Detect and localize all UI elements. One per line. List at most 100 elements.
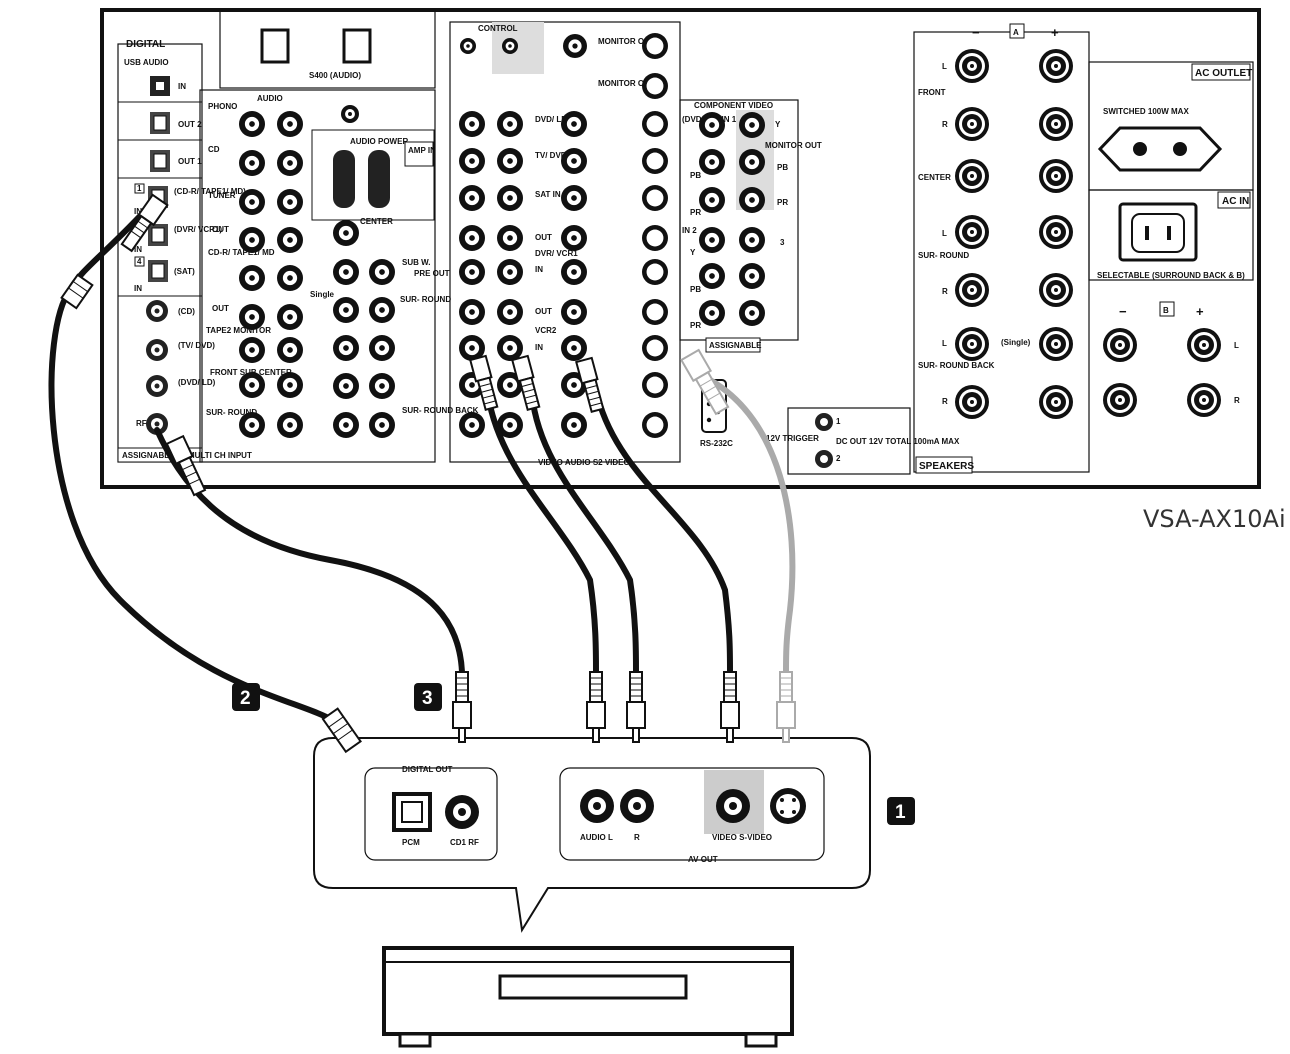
multi-sub-label: SUR- ROUND <box>206 408 257 417</box>
component-y-label-1: Y <box>775 120 781 129</box>
video-out-label-1: OUT <box>535 233 552 242</box>
trigger-dc-label: DC OUT 12V TOTAL 100mA MAX <box>836 437 960 446</box>
pre-out-label: PRE OUT <box>414 269 450 278</box>
audio-r-cable <box>529 392 639 675</box>
speakers-title: SPEAKERS <box>919 461 974 472</box>
coax-dvdld-label: (DVD/ LD) <box>178 378 216 387</box>
callout-2-number: 2 <box>240 688 251 709</box>
trigger-section: 1 2 12V TRIGGER DC OUT 12V TOTAL 100mA M… <box>766 407 960 475</box>
surr-back-pre-label: SUR- ROUND BACK <box>402 406 479 415</box>
monitor-out2-label: MONITOR OUT 2 <box>598 79 662 88</box>
speakers-section: A − + FRONT L R CENTER L SUR- ROUND R L … <box>913 23 1240 474</box>
speaker-front-l: L <box>942 62 947 71</box>
surround-pre-label: SUR- ROUND <box>400 295 451 304</box>
component-pr-label-2: PR <box>777 198 788 207</box>
tape2-label: TAPE2 MONITOR <box>206 326 271 335</box>
speaker-a-minus: − <box>972 25 980 40</box>
component-in3-label: 3 <box>780 238 785 247</box>
component-pb-label-1: PB <box>690 171 701 180</box>
speaker-terminal <box>970 122 974 126</box>
callout-3-number: 3 <box>422 688 433 709</box>
video-in-label-2: IN <box>535 343 543 352</box>
audio-power-label: AUDIO POWER <box>350 137 408 146</box>
trigger-num-1: 1 <box>836 417 841 426</box>
callout-2: 2 <box>232 683 260 711</box>
audio-section: AUDIO PHONO CD TUNER OUT CD-R/ TAPE1/ MD… <box>188 89 479 463</box>
ac-in-label: AC IN <box>1222 196 1249 207</box>
speaker-surr-back-label: SUR- ROUND BACK <box>918 361 995 370</box>
digital-in-label-4: IN <box>134 284 142 293</box>
optical-in1-label: (CD-R/ TAPE1/ MD) <box>174 187 246 196</box>
optical-plug <box>321 707 362 754</box>
video-dvr-label: DVR/ VCR1 <box>535 249 578 258</box>
speaker-terminal <box>1054 230 1058 234</box>
player-plug <box>720 671 740 743</box>
disc-tray <box>498 974 688 1000</box>
audio-jack-array <box>239 105 395 438</box>
ac-outlet-label: AC OUTLET <box>1195 68 1252 79</box>
speaker-terminal-array <box>955 49 1221 419</box>
speaker-back-r: R <box>942 397 948 406</box>
component-pb-label-2: PB <box>777 163 788 172</box>
digital-in-label-2: IN <box>134 245 142 254</box>
video-sat-label: SAT IN <box>535 190 561 199</box>
speaker-a-plus: + <box>1051 25 1059 40</box>
callout-3: 3 <box>414 683 442 711</box>
component-jack-array <box>699 112 765 326</box>
speaker-terminal <box>970 230 974 234</box>
callout-1: 1 <box>887 797 915 825</box>
player-device <box>382 946 794 1048</box>
player-plug <box>586 671 606 743</box>
receiver-plugs <box>60 193 730 497</box>
model-name: VSA-AX10Ai <box>1143 505 1286 533</box>
optical-out1-label: OUT 1 <box>178 157 202 166</box>
svideo-cable <box>707 377 796 675</box>
speaker-surr-l: L <box>942 229 947 238</box>
cd-rf-label: CD1 RF <box>450 838 479 847</box>
player-plug <box>776 671 796 743</box>
video-cable <box>595 395 733 675</box>
component-assignable-label: ASSIGNABLE <box>709 341 762 350</box>
digital-assignable-label: ASSIGNABLE <box>122 451 175 460</box>
av-out-label: AV OUT <box>688 855 718 864</box>
speaker-terminal <box>1054 288 1058 292</box>
audio-out2-label: OUT <box>212 304 229 313</box>
speaker-b-r: R <box>1234 396 1240 405</box>
speaker-terminal <box>1054 64 1058 68</box>
coax-cable <box>154 427 465 675</box>
speaker-terminal <box>1118 343 1122 347</box>
s400-label: S400 (AUDIO) <box>309 71 361 80</box>
video-tvdvd-label: TV/ DVD IN <box>535 151 577 160</box>
optical-in2-label: (DVR/ VCR1) <box>174 225 222 234</box>
rca-plug <box>469 354 499 412</box>
video-out-label-2: OUT <box>535 307 552 316</box>
speaker-terminal <box>970 174 974 178</box>
audio-l-cable <box>485 392 599 675</box>
ac-section: AC OUTLET SWITCHED 100W MAX AC IN SELECT… <box>1088 61 1254 281</box>
s400-port-2 <box>342 28 372 64</box>
ac-switched-label: SWITCHED 100W MAX <box>1103 107 1189 116</box>
callout-1-number: 1 <box>895 802 906 823</box>
component-title: COMPONENT VIDEO <box>694 101 773 110</box>
usb-in-label: IN <box>178 82 186 91</box>
pcm-label: PCM <box>402 838 420 847</box>
component-video-section: COMPONENT VIDEO (DVD/ LD) IN 1 MONITOR O… <box>679 99 822 353</box>
speaker-b-label: B <box>1163 306 1169 315</box>
speaker-terminal <box>1202 398 1206 402</box>
speaker-terminal <box>1054 400 1058 404</box>
cd-label: CD <box>208 145 220 154</box>
cdr-tape1-label: CD-R/ TAPE1/ MD <box>208 248 275 257</box>
optical-in4-label: (SAT) <box>174 267 195 276</box>
control-label: CONTROL <box>478 24 518 33</box>
rca-plug <box>575 356 605 414</box>
video-jack-array <box>459 33 668 438</box>
s400-port-1 <box>260 28 290 64</box>
audio-title: AUDIO <box>257 94 283 103</box>
trigger-num-2: 2 <box>836 454 841 463</box>
speaker-terminal <box>1054 342 1058 346</box>
amp-in-label: AMP IN <box>408 146 436 155</box>
audio-out-label: OUT <box>212 225 229 234</box>
speaker-center-label: CENTER <box>918 173 951 182</box>
component-in2-label: IN 2 <box>682 226 697 235</box>
speaker-terminal <box>1054 122 1058 126</box>
